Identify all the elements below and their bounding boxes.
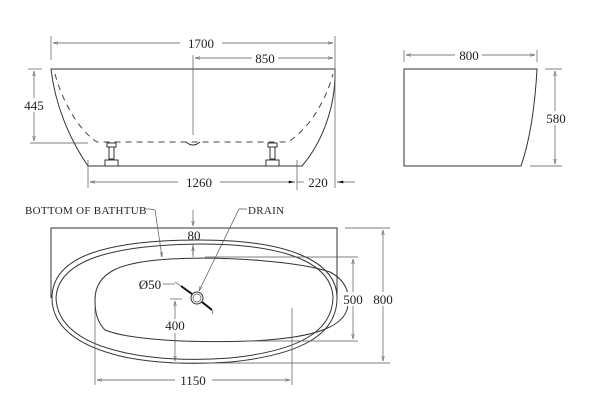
leg-right xyxy=(265,142,280,167)
dim-drain-diameter: Ø50 xyxy=(139,277,161,292)
side-view: 1700 850 445 1260 220 xyxy=(22,36,355,190)
dim-overall-width: 800 xyxy=(373,292,393,307)
label-drain: DRAIN xyxy=(248,205,284,217)
tub-side-outline xyxy=(50,68,336,167)
dim-overhang: 220 xyxy=(308,175,328,190)
dim-height: 580 xyxy=(546,111,566,126)
dim-half-length: 850 xyxy=(255,51,275,66)
dim-length: 1700 xyxy=(188,36,214,51)
dim-depth: 445 xyxy=(24,98,44,113)
tub-outer-outline xyxy=(51,239,338,364)
tub-end-outline xyxy=(403,68,538,167)
tub-inner-bottom xyxy=(94,257,349,343)
dim-width: 800 xyxy=(459,48,479,63)
tub-inner-dashed xyxy=(54,73,334,143)
leg-left xyxy=(104,142,119,167)
side-drain xyxy=(185,141,201,146)
drain-icon xyxy=(190,291,204,305)
label-bottom-of-bathtub: BOTTOM OF BATHTUB xyxy=(25,205,147,217)
dim-base-length: 1260 xyxy=(186,175,212,190)
dim-rim-offset: 80 xyxy=(188,228,201,243)
end-view: 800 580 xyxy=(403,48,569,167)
tub-top-rim xyxy=(50,227,338,298)
dim-inner-length: 1150 xyxy=(180,373,206,388)
dim-drain-offset: 400 xyxy=(165,318,185,333)
top-view: Ø50 BOTTOM OF BATHTUB DRAIN 80 500 800 4… xyxy=(25,205,395,388)
tub-outer-outline-inner xyxy=(55,243,334,360)
dim-inner-width: 500 xyxy=(343,292,363,307)
